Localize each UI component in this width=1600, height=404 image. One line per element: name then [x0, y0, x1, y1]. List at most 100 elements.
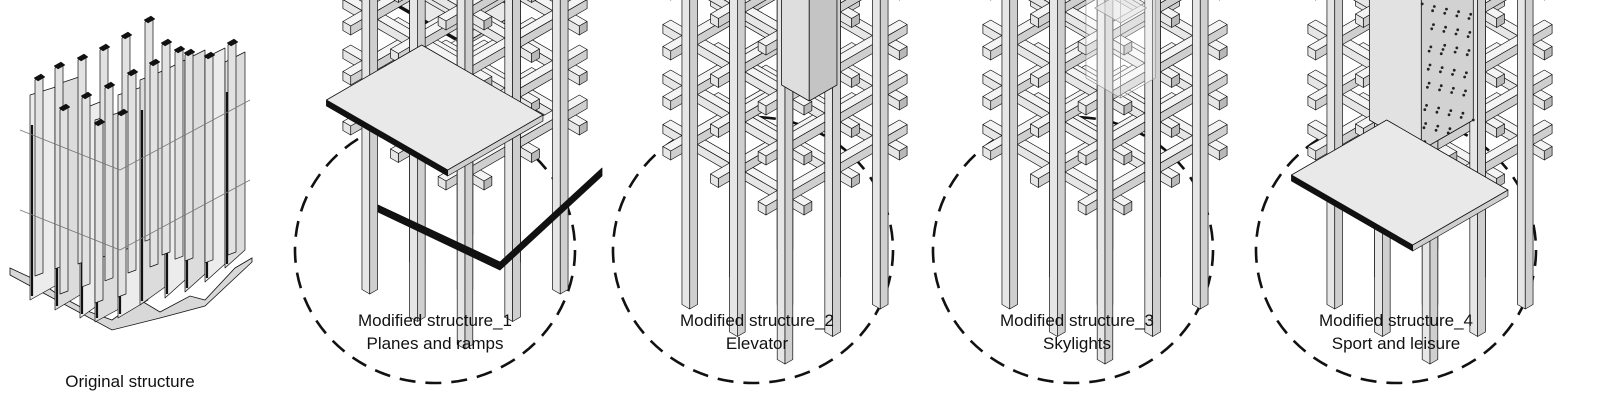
- column: [784, 0, 794, 365]
- caption-modified-1: Modified structure_1 Planes and ramps: [330, 309, 540, 355]
- perforation: [1424, 122, 1428, 125]
- highlight-circle: [1254, 115, 1538, 385]
- column-cap: [93, 118, 106, 127]
- structure-4-drawing: [1254, 0, 1553, 385]
- perforation: [1439, 84, 1443, 88]
- column-cap: [76, 53, 89, 62]
- beam-end: [710, 13, 719, 28]
- perforation: [1438, 70, 1442, 74]
- perforation: [1461, 111, 1465, 115]
- perforation: [1466, 35, 1470, 38]
- highlight-circle: [293, 115, 577, 385]
- column: [81, 94, 91, 288]
- beam-end: [578, 121, 588, 136]
- beam-end: [1077, 101, 1087, 116]
- beam-end: [1543, 146, 1553, 161]
- perforation: [1443, 11, 1447, 15]
- perforation: [1430, 27, 1434, 31]
- perforation: [1462, 93, 1466, 97]
- perforation: [1431, 9, 1434, 13]
- beam-end: [1543, 46, 1553, 61]
- perforation: [1455, 46, 1459, 50]
- column: [729, 0, 738, 337]
- ground-platform: [1291, 119, 1509, 246]
- perforation: [1439, 52, 1443, 56]
- perforation: [1420, 2, 1424, 6]
- perforation: [1425, 104, 1428, 107]
- column-cap: [58, 103, 71, 112]
- beam-end: [578, 71, 588, 86]
- perforation: [1446, 131, 1450, 135]
- beam-end: [1030, 173, 1039, 188]
- original-structure-drawing: [9, 15, 253, 331]
- beam-end: [757, 151, 767, 166]
- column: [1524, 0, 1534, 310]
- beam-end: [851, 13, 860, 28]
- column: [1057, 0, 1066, 337]
- beam-end: [982, 96, 992, 111]
- beam-end: [1307, 96, 1317, 111]
- panel-modified-2: Modified structure_2 Elevator: [610, 0, 930, 404]
- perforation: [1451, 86, 1455, 90]
- column: [879, 0, 889, 310]
- perforation: [1456, 28, 1460, 32]
- beam-end: [662, 146, 672, 161]
- perforation: [1459, 116, 1463, 119]
- perforation: [1452, 68, 1456, 72]
- beam-end: [662, 46, 672, 61]
- beam-end: [803, 151, 813, 166]
- beam-end: [851, 173, 860, 188]
- beam-end: [1355, 73, 1364, 88]
- beam-end: [851, 73, 860, 88]
- perforation: [1451, 73, 1454, 76]
- beam-end: [710, 173, 719, 188]
- column: [681, 0, 691, 310]
- column: [559, 0, 569, 295]
- column: [504, 0, 513, 322]
- beam-end: [662, 96, 672, 111]
- column-cap: [143, 15, 156, 24]
- perforation: [1427, 81, 1431, 85]
- beam-end: [757, 41, 767, 56]
- column-cap: [203, 51, 216, 60]
- column: [369, 0, 378, 295]
- column-cap: [80, 91, 93, 100]
- panel-modified-1: Modified structure_1 Planes and ramps: [290, 0, 610, 404]
- caption-title: Modified structure_2: [679, 311, 835, 330]
- perforation: [1427, 49, 1431, 53]
- beam-end: [1543, 96, 1553, 111]
- beam-end: [1496, 13, 1505, 28]
- elevator-shaft: [781, 0, 810, 102]
- caption-subtitle: Sport and leisure: [1331, 334, 1461, 353]
- column-cap: [103, 81, 116, 90]
- column: [737, 0, 746, 337]
- caption-title: Modified structure_1: [357, 311, 513, 330]
- perforation: [1467, 49, 1471, 52]
- beam-end: [1171, 123, 1180, 138]
- structure-1-drawing: [293, 0, 603, 385]
- beam-end: [437, 176, 447, 191]
- beam-end: [1496, 73, 1505, 88]
- perforation: [1436, 124, 1440, 128]
- beam-end: [531, 148, 540, 163]
- perforation: [1464, 71, 1468, 75]
- caption-modified-2: Modified structure_2 Elevator: [652, 309, 862, 355]
- perforation: [1449, 109, 1453, 112]
- column: [127, 71, 137, 274]
- beam-end: [1123, 201, 1133, 216]
- perforation: [1447, 113, 1451, 117]
- caption-title: Original structure: [65, 372, 195, 391]
- perforation: [1467, 17, 1471, 20]
- perforation: [1453, 50, 1457, 54]
- beam-end: [898, 146, 908, 161]
- beam-end: [1355, 13, 1364, 28]
- column: [1192, 0, 1201, 310]
- column-cap: [126, 68, 139, 77]
- perforation: [1442, 30, 1446, 33]
- panel-original: Original structure: [0, 0, 280, 404]
- perforation: [1450, 91, 1454, 94]
- column: [1009, 0, 1018, 310]
- caption-subtitle: Planes and ramps: [366, 334, 504, 353]
- beam-end: [898, 46, 908, 61]
- caption-title: Modified structure_3: [999, 311, 1155, 330]
